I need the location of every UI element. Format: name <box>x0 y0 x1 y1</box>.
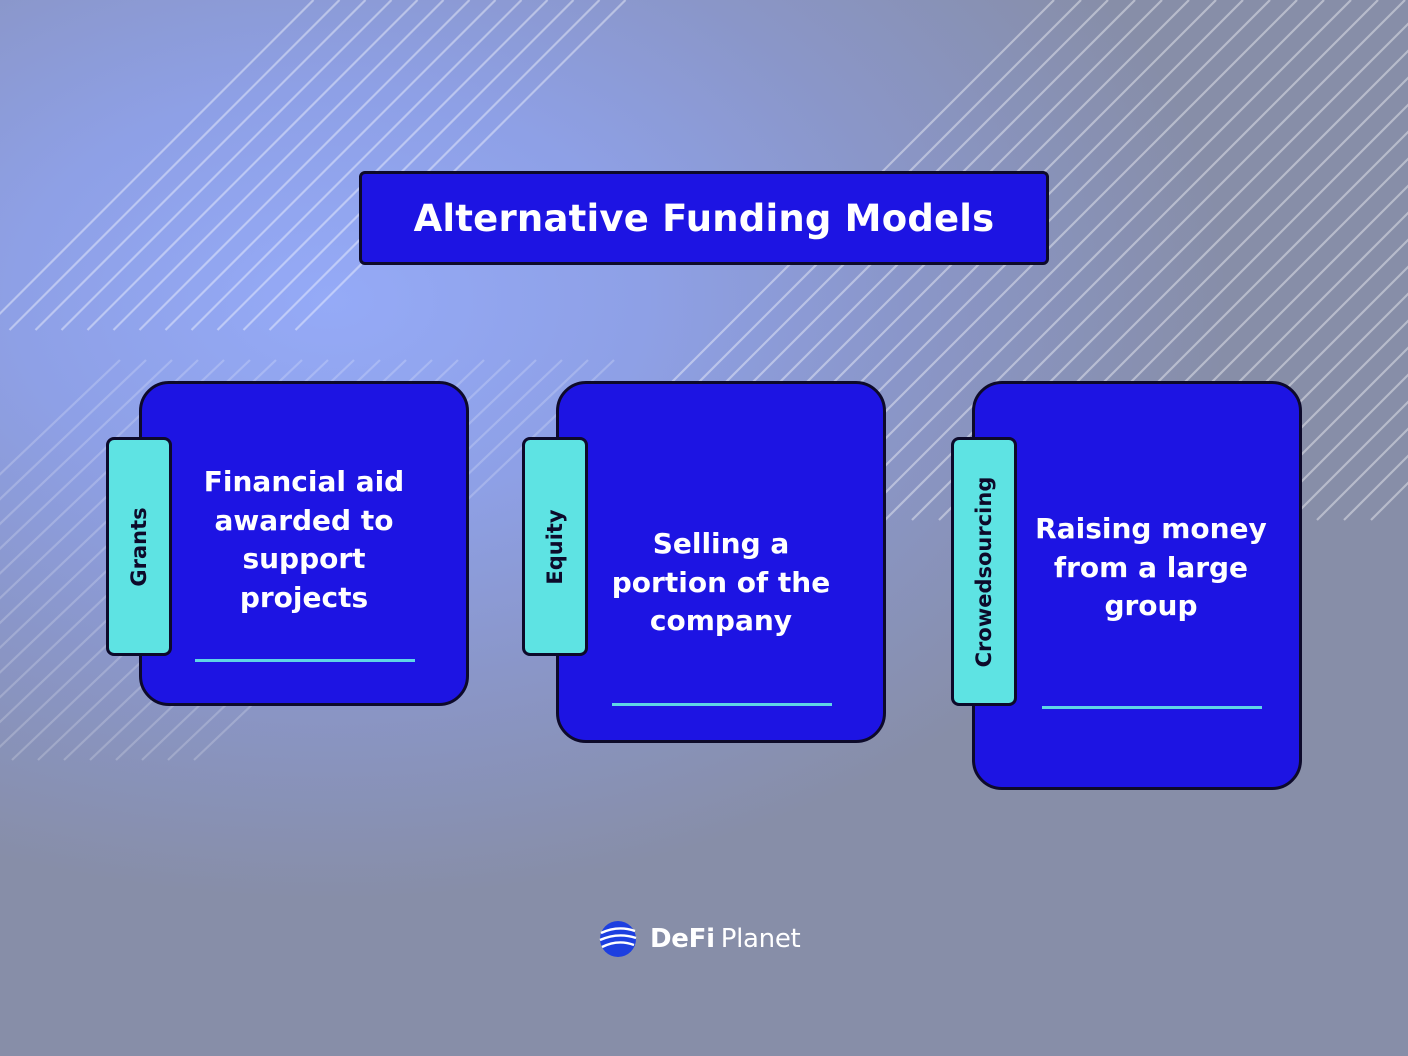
background-stripe <box>60 0 393 331</box>
logo-name-light: Planet <box>720 924 801 954</box>
card-equity-divider <box>612 703 832 706</box>
tab-grants: Grants <box>106 437 172 656</box>
logo-name-bold: DeFi <box>650 924 715 954</box>
background-stripe <box>1343 454 1408 521</box>
background-stripe <box>138 0 471 331</box>
card-crowdsourcing-text: Raising money from a large group <box>1035 512 1267 623</box>
background-stripe <box>242 0 575 331</box>
background-stripe <box>1316 427 1408 521</box>
background-stripe <box>0 0 315 316</box>
card-equity <box>556 381 886 743</box>
background-stripe <box>190 0 523 331</box>
card-grants-divider <box>195 659 415 662</box>
background-stripe <box>34 0 367 331</box>
tab-crowdsourcing-label: Crowedsourcing <box>972 476 996 667</box>
background-stripe <box>164 0 497 331</box>
globe-logo-icon <box>599 921 637 957</box>
diagram-title: Alternative Funding Models <box>413 196 995 240</box>
tab-equity: Equity <box>522 437 588 656</box>
background-stripe <box>1289 400 1408 521</box>
diagram-title-box: Alternative Funding Models <box>359 171 1049 265</box>
tab-crowdsourcing: Crowedsourcing <box>951 437 1017 706</box>
background-stripe <box>216 0 549 331</box>
background-stripe <box>268 0 601 331</box>
card-grants-text: Financial aid awarded to support project… <box>203 465 405 614</box>
card-equity-text: Selling a portion of the company <box>611 527 831 638</box>
background-stripe <box>112 0 445 331</box>
tab-grants-label: Grants <box>127 506 151 587</box>
tab-equity-label: Equity <box>543 508 567 585</box>
background-stripe <box>1370 481 1408 521</box>
background-stripe <box>0 359 121 476</box>
card-crowdsourcing-divider <box>1042 706 1262 709</box>
background-stripe <box>294 0 627 331</box>
background-stripe <box>86 0 419 331</box>
background-stripe <box>8 0 341 331</box>
